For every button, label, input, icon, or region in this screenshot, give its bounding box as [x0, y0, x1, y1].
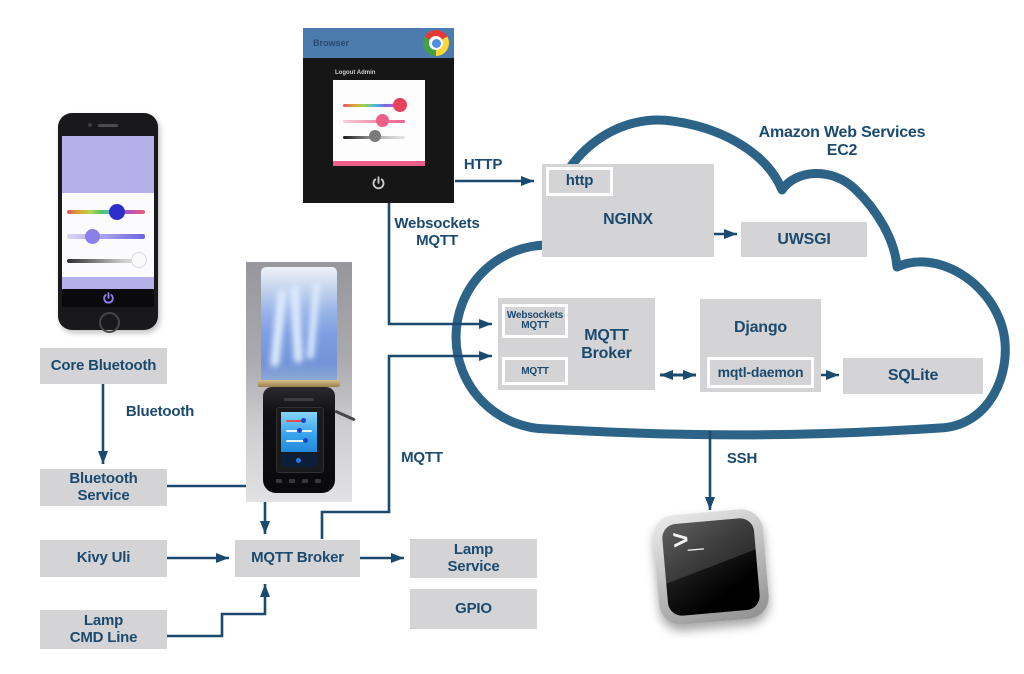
nginx-box: http NGINX — [542, 164, 714, 257]
kivy-uli-box: Kivy Uli — [40, 540, 167, 577]
iphone-mockup — [58, 113, 158, 333]
django-label: Django — [733, 319, 788, 336]
brightness-slider-knob — [369, 130, 381, 142]
cloud-mqtt-broker-label: MQTT Broker — [581, 327, 632, 362]
mqtl-daemon-badge: mqtl-daemon — [707, 357, 814, 388]
websockets-mqtt-badge: Websockets MQTT — [502, 304, 568, 338]
browser-slider-panel — [333, 80, 425, 166]
saturation-slider-track — [343, 120, 405, 123]
mqtt-badge: MQTT — [502, 357, 568, 385]
hue-slider-knob — [109, 204, 125, 220]
uwsgi-box: UWSGI — [741, 222, 867, 257]
phone-screen — [62, 136, 154, 289]
cloud-title: Amazon Web Services EC2 — [758, 124, 926, 159]
saturation-slider-knob — [376, 114, 389, 127]
bluetooth-service-box: Bluetooth Service — [40, 469, 167, 506]
phone-power-bar — [62, 289, 154, 307]
ssh-label: SSH — [726, 450, 758, 467]
bluetooth-label: Bluetooth — [125, 403, 195, 420]
terminal-icon: >_ — [651, 507, 771, 627]
lamp-display — [276, 407, 324, 473]
saturation-slider-knob — [85, 229, 100, 244]
camera-dot — [88, 123, 92, 127]
websockets-mqtt-label: Websockets MQTT — [394, 215, 480, 249]
nginx-label: NGINX — [603, 211, 653, 228]
browser-power-bar — [303, 166, 454, 200]
cloud-mqtt-broker-box: Websockets MQTT MQTT MQTT Broker — [498, 298, 655, 390]
lamp-ring — [258, 380, 340, 387]
terminal-prompt: >_ — [671, 525, 703, 559]
browser-window: Browser Logout Admin — [303, 28, 454, 203]
browser-titlebar: Browser — [303, 28, 454, 58]
arrow-websockets-mqtt — [387, 203, 492, 329]
logout-admin-link: Logout Admin — [335, 70, 376, 76]
lamp-glass — [261, 267, 337, 380]
power-icon — [102, 291, 114, 304]
core-bluetooth-box: Core Bluetooth — [40, 348, 167, 384]
arrow-mqtt-to-cloud — [320, 351, 492, 539]
browser-title: Browser — [313, 38, 350, 48]
lamp-photo — [246, 262, 356, 502]
http-label: HTTP — [463, 156, 503, 173]
hue-slider-track — [343, 104, 405, 107]
hue-slider-knob — [393, 98, 407, 112]
brightness-slider-knob — [132, 253, 146, 267]
lamp-cmd-line-box: Lamp CMD Line — [40, 610, 167, 649]
arrow-cmdline-broker — [167, 584, 270, 638]
mqtt-label: MQTT — [401, 449, 443, 466]
saturation-slider-track — [67, 234, 145, 239]
phone-slider-panel — [62, 193, 154, 277]
power-icon — [372, 175, 385, 189]
brightness-slider-track — [67, 259, 145, 263]
lamp-base — [263, 387, 335, 493]
django-box: Django mqtl-daemon — [700, 299, 821, 392]
hue-slider-track — [67, 210, 145, 214]
chrome-icon — [423, 30, 449, 56]
home-button — [99, 312, 120, 333]
http-badge: http — [546, 167, 613, 196]
speaker-grille — [98, 124, 118, 127]
lamp-service-box: Lamp Service — [410, 539, 537, 578]
mqtt-broker-box: MQTT Broker — [235, 540, 360, 577]
sqlite-box: SQLite — [843, 358, 983, 394]
gpio-box: GPIO — [410, 589, 537, 629]
